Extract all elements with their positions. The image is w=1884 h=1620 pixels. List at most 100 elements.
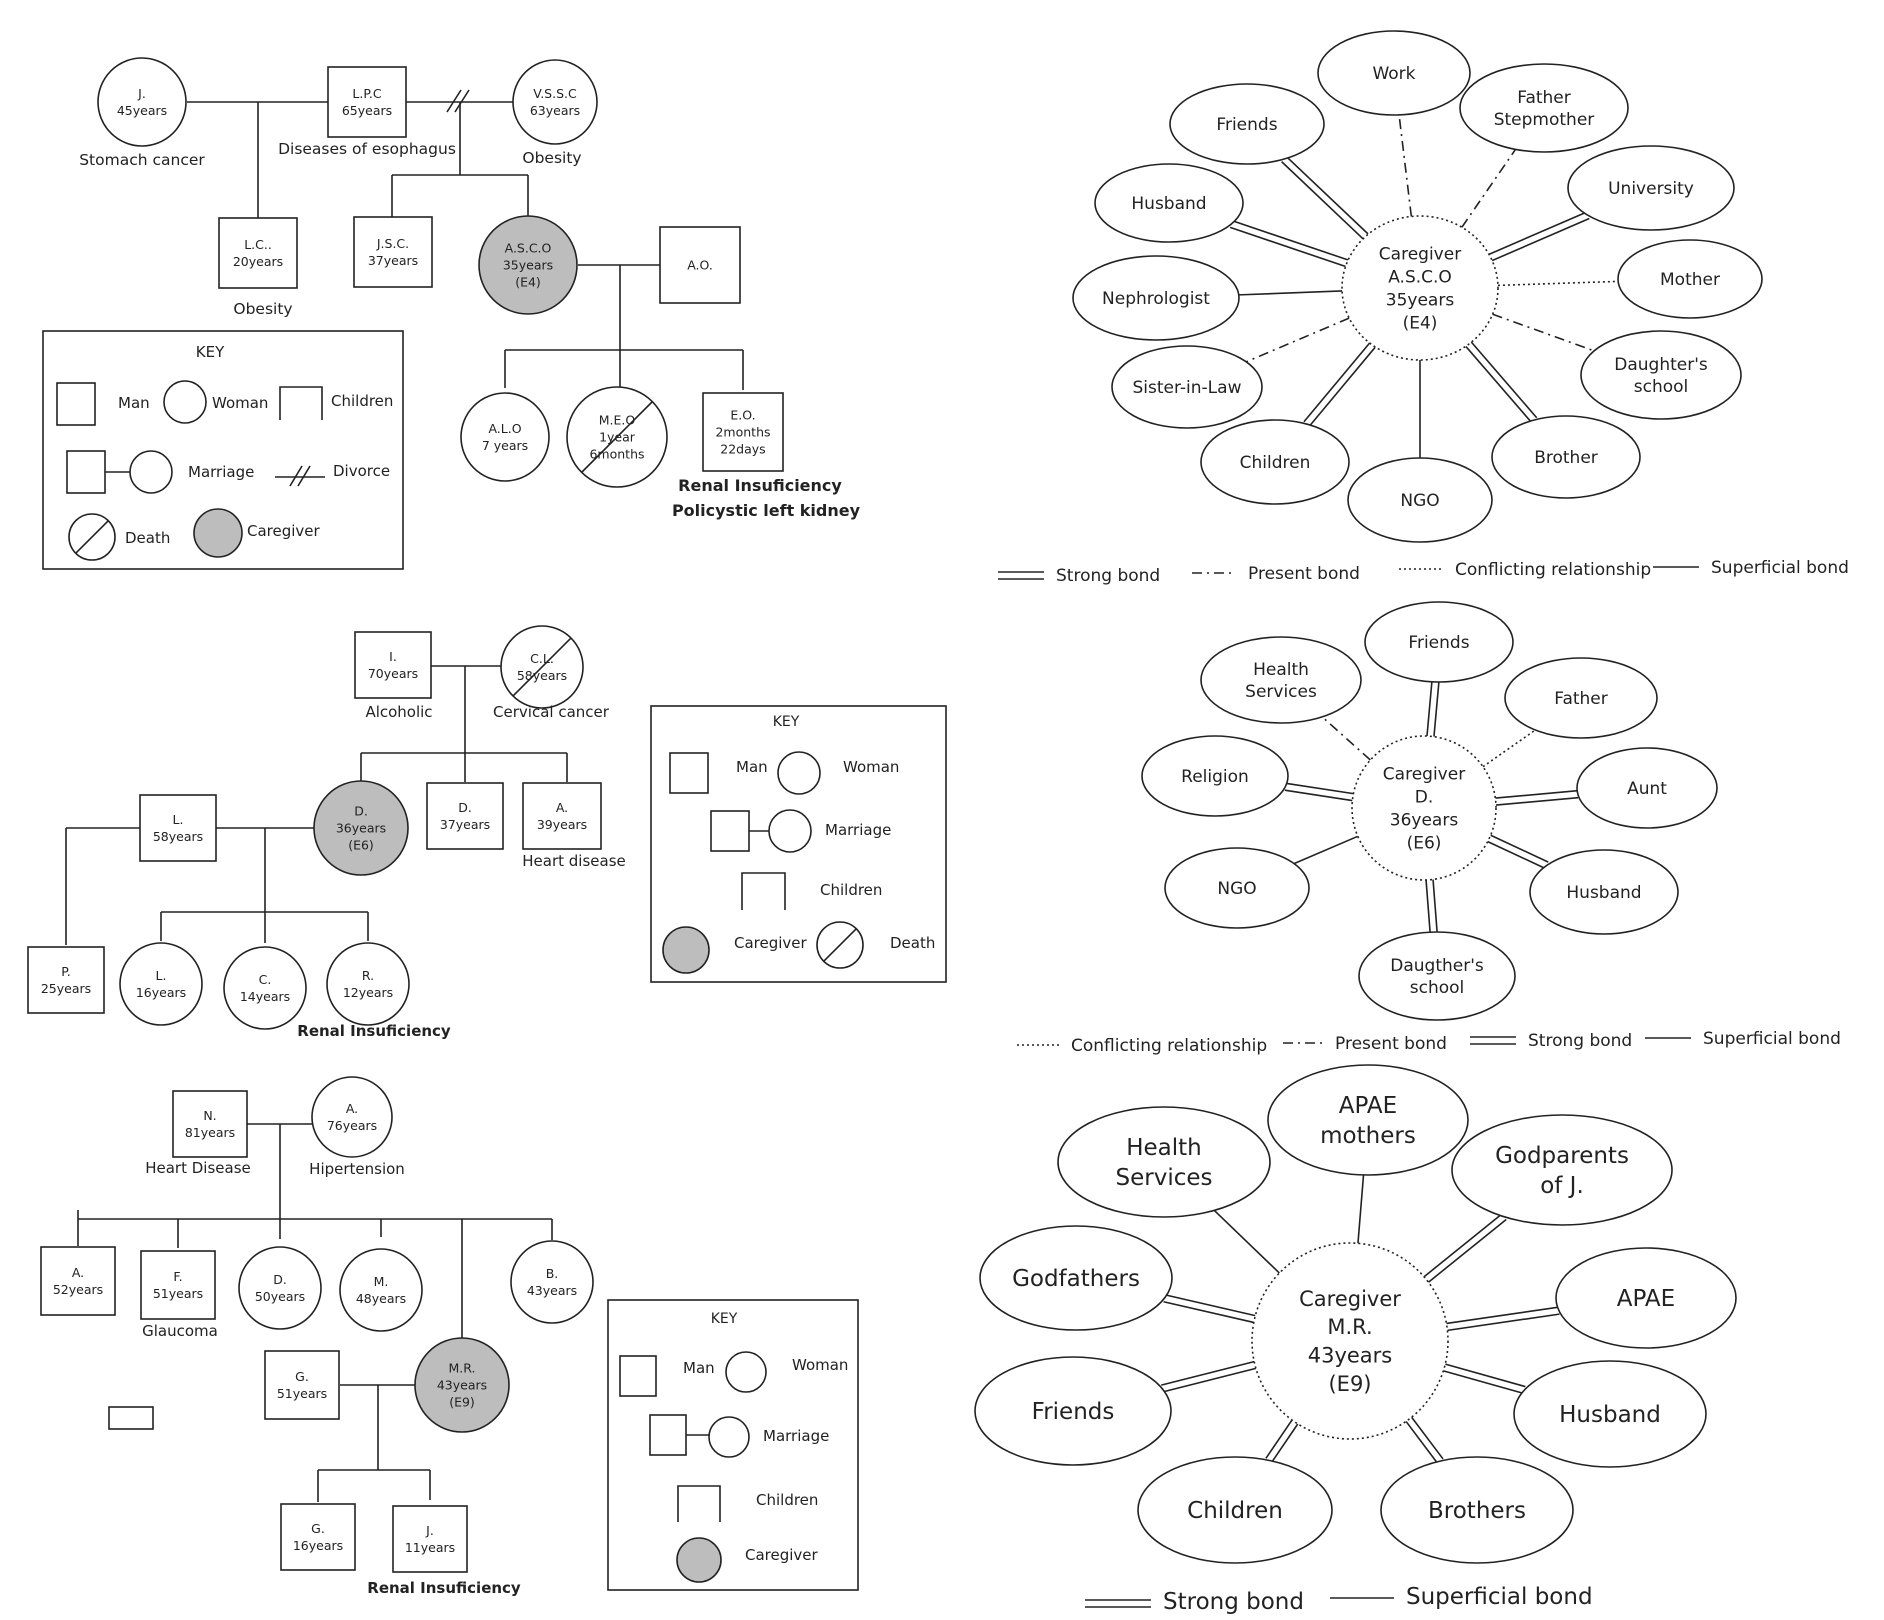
member-asco-caregiver-label-line-1: A.S.C.O [505,240,552,255]
eco3-bond-friends-strong-line-a [1161,1360,1255,1386]
member-m48-circle [339,1248,423,1332]
eco3-bond-godfathers-strong-line-b [1163,1300,1254,1324]
key2-man-square [669,752,709,794]
eco1-bond-work-present-line [1398,114,1413,217]
member-n-square [172,1090,248,1158]
member-g16-label-line-1: G. [311,1521,325,1536]
member-g51-label-line-2: 51years [277,1386,327,1401]
note-heart-disease-n: Heart Disease [145,1159,251,1177]
member-l2-label-line-1: L. [156,968,167,983]
member-n-label-line-2: 81years [185,1125,235,1140]
eco1-node-ngo-label-line-1: NGO [1400,491,1439,511]
member-d-caregiver-label-line-1: D. [354,803,368,818]
member-j-label-line-1: J. [137,86,146,101]
eco1-node-mother [1617,239,1763,319]
eco2-center-caregiver [1351,735,1497,881]
member-meo-label-line-2: 1year [599,429,636,444]
member-jsc-label-line-2: 37years [368,253,418,268]
member-mr-caregiver-label-line-1: M.R. [449,1360,476,1375]
member-d2-label-line-1: D. [458,800,472,815]
eco3-node-children [1137,1456,1333,1564]
eco3-node-brothers-label-line-1: Brothers [1428,1498,1526,1524]
note-cervical-cancer: Cervical cancer [493,703,610,721]
key2-children-label: Children [820,881,882,899]
key-divorce-label: Divorce [333,462,390,480]
eco1-bond-friends-strong-line-a [1285,155,1369,235]
member-jsc-label-line-1: J.S.C. [376,236,409,251]
eco3-node-godparents-label-line-1: Godparents [1495,1143,1629,1169]
eco2-legend-superficial-label: Superficial bond [1703,1029,1841,1049]
eco3-center-caregiver [1251,1242,1449,1440]
key2-death-label: Death [890,934,935,952]
note-obesity-vssc: Obesity [522,149,581,167]
eco1-bond-sister-present-line [1245,317,1350,363]
member-a-label-line-2: 39years [537,817,587,832]
eco2-node-health-label-line-2: Services [1245,682,1317,702]
eco3-bond-husband-strong-line-b [1445,1363,1526,1388]
eco3-bond-godparents-strong-line-b [1423,1213,1503,1278]
eco3-legend-superficial-label: Superficial bond [1406,1584,1593,1610]
key2-marriage-label: Marriage [825,821,891,839]
member-asco-caregiver-circle [478,215,578,315]
member-cl-label-line-1: C.L. [530,651,554,666]
eco1-center-label-line-1: Caregiver [1379,245,1461,265]
eco2-node-friends-label-line-1: Friends [1408,633,1469,653]
note-policystic-kidney: Policystic left kidney [672,501,861,520]
eco1-bond-husband-strong-line-b [1229,226,1346,268]
member-l2-label-line-2: 16years [136,985,186,1000]
member-a52-square [40,1246,116,1316]
member-d-caregiver-label-line-2: 36years [336,820,386,835]
key2-children-symbol [741,872,786,910]
eco1-node-father-label-line-1: Father [1517,88,1571,108]
member-lpc-label-line-2: 65years [342,103,392,118]
eco3-node-apae_mothers-label-line-2: mothers [1320,1123,1416,1149]
member-eo-label-line-2: 2months [715,424,770,439]
eco1-node-children-label-line-1: Children [1240,453,1311,473]
eco1-bond-children-strong-line-a [1303,342,1371,423]
member-alo-label-line-1: A.L.O [488,421,521,436]
eco2-node-health-label-line-1: Health [1253,660,1309,680]
key-death-label: Death [125,529,170,547]
eco3-bond-brothers-strong-line-b [1411,1416,1444,1460]
eco2-node-religion [1141,735,1289,817]
member-r-circle [326,942,410,1026]
child-line-p [65,827,140,945]
key2-death-slash [823,928,857,962]
key2-title: KEY [773,714,800,730]
eco3-center-label-line-3: 43years [1308,1344,1393,1368]
member-r-label-line-2: 12years [343,985,393,1000]
key-marriage-circle [129,450,173,494]
eco2-node-father-label-line-1: Father [1554,689,1608,709]
eco1-legend-present-label: Present bond [1248,564,1360,584]
member-cl-death-slash [512,637,572,697]
note-renal-insufficiency: Renal Insuficiency [678,476,842,495]
key-death-slash [75,520,109,554]
member-m48-label-line-2: 48years [356,1291,406,1306]
eco1-center-label-line-4: (E4) [1403,313,1438,333]
note-stomach-cancer: Stomach cancer [79,151,205,169]
eco3-node-godfathers-label-line-1: Godfathers [1012,1266,1140,1292]
eco2-node-ngo-label-line-1: NGO [1217,879,1256,899]
eco2-bond-friends-strong-line-a [1433,682,1440,737]
eco1-node-sister-label-line-1: Sister-in-Law [1133,378,1242,398]
member-meo-label-line-1: M.E.O [599,412,636,427]
member-lc-label-line-1: L.C.. [244,237,272,252]
eco3-node-health-label-line-1: Health [1126,1135,1202,1161]
eco3-center-label-line-4: (E9) [1328,1372,1371,1396]
children-connector-n-a [77,1124,553,1340]
children-connector-d [160,828,369,943]
eco2-bond-health-present-line [1321,716,1371,761]
member-d-caregiver-circle [313,780,409,876]
eco2-center-label-line-1: Caregiver [1383,765,1465,785]
eco1-node-sister [1111,345,1263,429]
key-woman-circle [163,380,207,424]
member-lc-square [218,217,298,289]
key3-woman-label: Woman [792,1356,848,1374]
member-g51-square [264,1350,340,1420]
key3-caregiver-label: Caregiver [745,1546,819,1564]
member-g16-square [280,1503,356,1571]
eco2-bond-friends-strong-line-b [1426,681,1433,737]
eco2-center-label-line-4: (E6) [1407,833,1442,853]
key-man-label: Man [118,394,150,412]
member-b43-circle [510,1240,594,1324]
